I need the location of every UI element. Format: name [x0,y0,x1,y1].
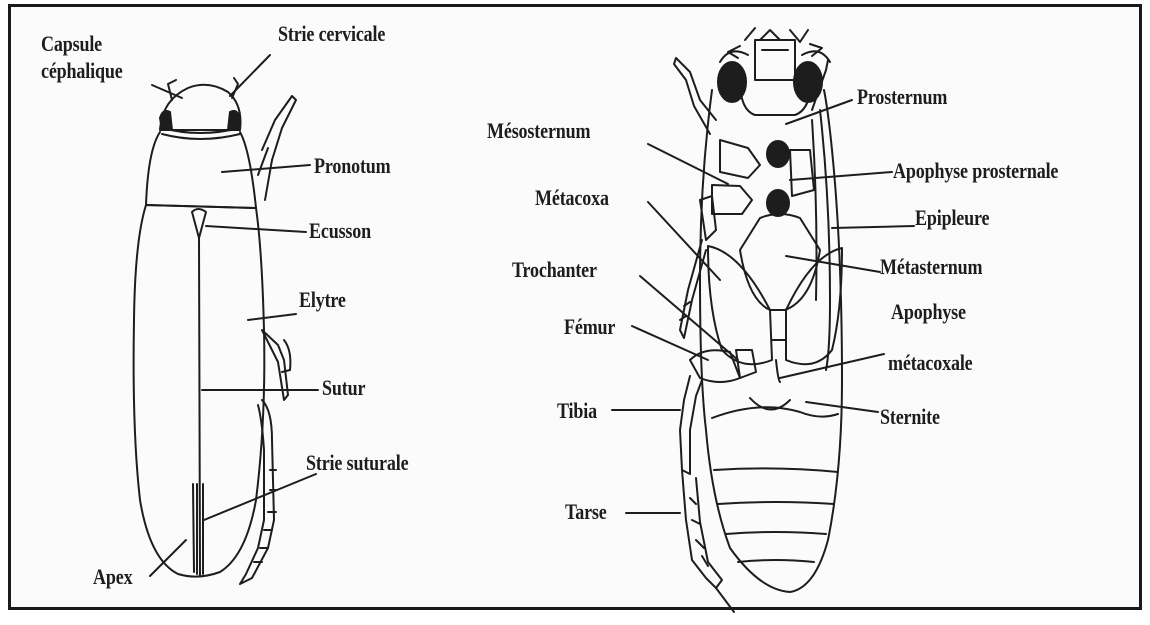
label-femur: Fémur [564,316,615,338]
leader-femur [632,326,708,360]
leader-apophyse-metacoxale [780,354,884,378]
label-strie-cervicale: Strie cervicale [278,23,385,45]
leader-ecusson [206,226,306,232]
ventral-sternite-5 [738,560,814,562]
label-elytre: Elytre [299,289,346,311]
label-metasternum: Métasternum [880,256,982,278]
leader-strie-cervicale [230,55,270,96]
ventral-metasternum [740,214,820,310]
label-tarse: Tarse [565,501,607,523]
label-mesosternum: Mésosternum [487,120,590,142]
dorsal-view-beetle [134,55,318,584]
dorsal-eye-right [228,111,240,130]
ventral-sternite-2 [714,468,838,472]
ventral-prosternal-process [767,141,789,167]
leader-metasternum [786,256,880,272]
label-apophyse-metacoxale-line2: métacoxale [888,352,973,374]
leader-elytre [248,314,296,320]
leader-pronotum [222,165,310,172]
ventral-eye-left [718,62,746,102]
label-apophyse-metacoxale-line1: Apophyse [891,301,966,323]
ventral-tarsus [682,470,722,588]
leader-apex [150,540,186,576]
label-capsule-cephalique-line1: Capsule [41,33,102,55]
ventral-mouthparts [728,28,822,58]
label-capsule-cephalique-line2: céphalique [41,60,123,82]
ventral-view-beetle [612,28,914,612]
label-ecusson: Ecusson [309,220,371,242]
label-metacoxa: Métacoxa [535,187,609,209]
label-strie-suturale: Strie suturale [306,452,408,474]
dorsal-scutellum [192,209,206,238]
leader-mesosternum [648,144,728,184]
ventral-foreleg-left [674,58,716,134]
label-apex: Apex [93,566,132,588]
ventral-epipleure [820,110,830,370]
leader-epipleure [832,226,914,228]
leader-capsule [152,85,182,98]
label-sternite: Sternite [880,406,940,428]
label-prosternum: Prosternum [857,86,947,108]
dorsal-suture [199,238,200,576]
label-tibia: Tibia [557,400,597,422]
label-sutur: Sutur [322,377,365,399]
ventral-sternite-3 [718,502,834,504]
label-epipleure: Epipleure [915,207,989,229]
ventral-sternite-4 [726,532,826,534]
ventral-tibia [680,376,702,474]
label-trochanter: Trochanter [512,259,597,281]
label-pronotum: Pronotum [314,155,391,177]
leader-strie-suturale [204,474,316,520]
leader-prosternum [786,100,852,124]
dorsal-sutural-stria [193,484,203,574]
leader-apophyse-prosternale [790,172,892,180]
leader-metacoxa [648,202,720,280]
label-apophyse-prosternale: Apophyse prosternale [893,160,1058,182]
ventral-mesosternal-process [767,190,789,216]
ventral-mesosternum [720,140,760,178]
